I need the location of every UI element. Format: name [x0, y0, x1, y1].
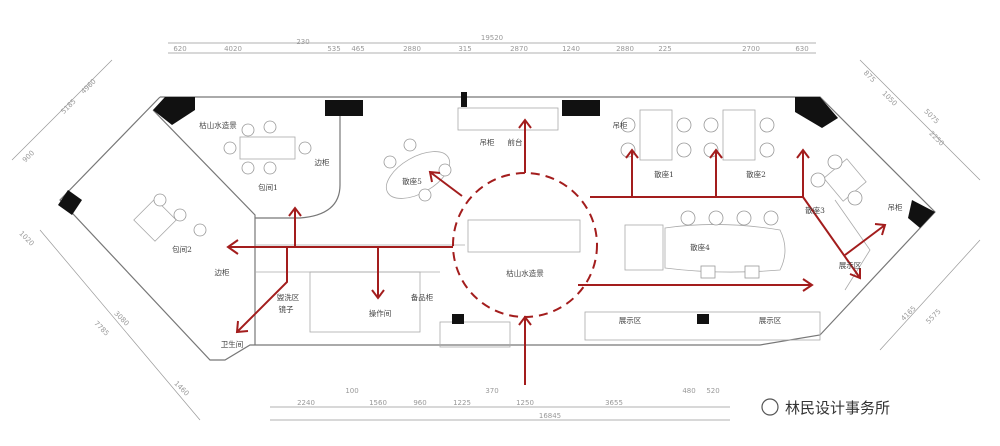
- label-hanging-cabinet: 吊柜: [613, 120, 628, 130]
- dim: 5185: [59, 97, 77, 115]
- top-dimensions: 19520 230 620 4020 535 465 2880 315 2870…: [168, 34, 816, 54]
- central-circle: [452, 172, 598, 318]
- circulation-flow: [226, 118, 887, 385]
- label-seating-3: 散座3: [805, 205, 825, 215]
- dim: 4960: [79, 77, 97, 95]
- dim: 1050: [880, 89, 898, 107]
- label-side-cabinet: 边柜: [215, 267, 230, 277]
- label-mirror: 镜子: [279, 304, 294, 314]
- label-service-cabinet: 备品柜: [411, 292, 434, 302]
- label-seating-2: 散座2: [746, 169, 766, 179]
- dim: 875: [862, 69, 877, 84]
- label-display-area: 展示区: [619, 316, 642, 325]
- dim: 5575: [924, 307, 942, 325]
- label-hanging-cabinet: 吊柜: [480, 137, 495, 147]
- dim-top-total: 19520: [481, 34, 503, 42]
- dim: 535: [327, 45, 340, 53]
- room-labels: 枯山水造景 包间1 包间2 边柜 边柜 散座5 吊柜 前台 吊柜 散座1 散座2…: [172, 120, 903, 349]
- dim-bottom-total: 16845: [539, 412, 561, 420]
- dim: 2700: [742, 45, 760, 53]
- dim: 2880: [616, 45, 634, 53]
- dim: 100: [345, 387, 358, 395]
- dim: 370: [485, 387, 498, 395]
- dim: 1240: [562, 45, 580, 53]
- dim-top-mid: 230: [296, 38, 309, 46]
- dim: 4165: [899, 304, 917, 322]
- label-display-area: 展示区: [839, 261, 862, 270]
- bottom-dimensions: 16845 2240 100 1560 960 1225 370 1250 36…: [270, 387, 730, 421]
- dim: 960: [413, 399, 426, 407]
- label-side-cabinet: 边柜: [315, 157, 330, 167]
- label-seating-1: 散座1: [654, 169, 674, 179]
- dim: 225: [658, 45, 671, 53]
- label-seating-4: 散座4: [690, 242, 710, 252]
- dim: 900: [21, 149, 36, 164]
- watermark-text: 林民设计事务所: [785, 399, 890, 417]
- dim: 1225: [453, 399, 471, 407]
- label-seating-5: 散座5: [402, 176, 422, 186]
- dim: 4020: [224, 45, 242, 53]
- dim: 1020: [17, 229, 35, 247]
- label-reception: 前台: [508, 137, 523, 147]
- walls: [59, 96, 936, 361]
- dim: 1250: [516, 399, 534, 407]
- dim: 315: [458, 45, 471, 53]
- dim: 3655: [605, 399, 623, 407]
- wechat-icon: [761, 398, 779, 416]
- dim: 480: [682, 387, 695, 395]
- label-washing-area: 盥洗区: [277, 292, 300, 302]
- dim: 465: [351, 45, 364, 53]
- dim: 630: [795, 45, 808, 53]
- dim: 2250: [927, 129, 945, 147]
- dim: 520: [706, 387, 719, 395]
- dim: 2880: [403, 45, 421, 53]
- label-restroom: 卫生间: [221, 339, 244, 349]
- label-operation-room: 操作间: [369, 308, 392, 318]
- label-private-room-2: 包间2: [172, 244, 192, 254]
- columns: [58, 92, 935, 324]
- dim: 7785: [92, 319, 110, 337]
- dim: 1560: [369, 399, 387, 407]
- dim: 5075: [922, 107, 940, 125]
- dim: 1460: [172, 379, 190, 397]
- dim: 620: [173, 45, 186, 53]
- dim: 2240: [297, 399, 315, 407]
- label-display-area: 展示区: [759, 316, 782, 325]
- label-private-room-1: 包间1: [258, 182, 278, 192]
- label-zen-garden-top: 枯山水造景: [199, 120, 237, 130]
- label-hanging-cabinet: 吊柜: [888, 202, 903, 212]
- watermark: 林民设计事务所: [761, 398, 890, 417]
- dim: 2870: [510, 45, 528, 53]
- label-zen-garden-center: 枯山水造景: [506, 268, 544, 278]
- furniture: [133, 109, 867, 279]
